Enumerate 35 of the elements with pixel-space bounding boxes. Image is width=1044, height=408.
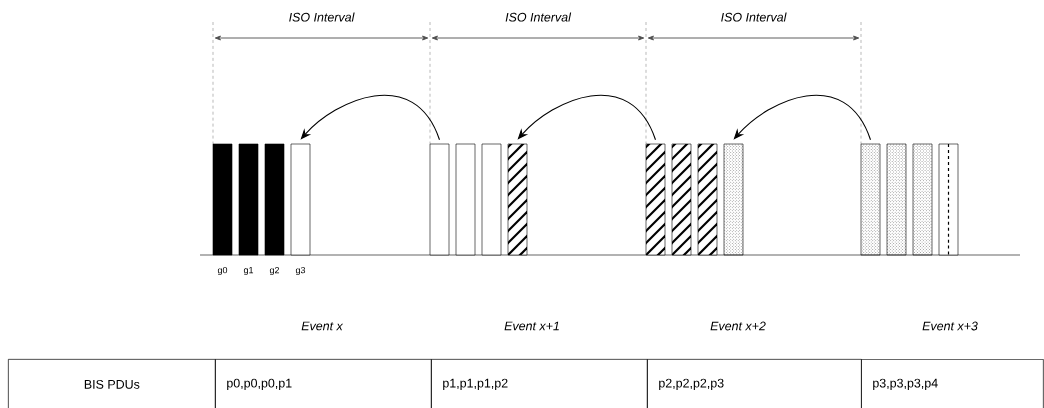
curved-arrow [517,94,657,141]
bar [697,143,718,256]
bar [860,143,881,256]
bar-label: g1 [243,267,254,275]
bar [429,143,450,256]
interval-label: ISO Interval [721,12,787,22]
bar [645,143,666,256]
event-label: Event x+2 [710,321,766,331]
bar [671,143,692,256]
event-label: Event x [301,321,344,331]
bar [507,143,528,256]
bar [938,143,959,256]
table-cell: p0,p0,p0,p1 [215,359,432,408]
bar [290,143,311,256]
bar-label: g3 [295,266,306,276]
table-cell: p1,p1,p1,p2 [431,359,648,408]
table-cell: BIS PDUs [8,359,216,408]
bar [723,143,744,256]
event-label: Event x+3 [922,321,978,331]
event-label: Event x+1 [504,321,559,331]
bar [481,143,502,256]
bar [264,143,285,256]
interval-label: ISO Interval [289,12,355,22]
bar-label: g0 [217,266,228,276]
bar [238,143,259,256]
bar [212,143,233,256]
interval-label: ISO Interval [505,12,572,22]
bar-label: g2 [269,266,280,276]
curved-arrow [733,94,872,141]
table-cell: p3,p3,p3,p4 [861,359,1044,408]
bar [886,143,907,256]
bar [912,143,933,256]
table-cell: p2,p2,p2,p3 [647,359,862,408]
curved-arrow [300,94,441,141]
bar [455,143,476,256]
